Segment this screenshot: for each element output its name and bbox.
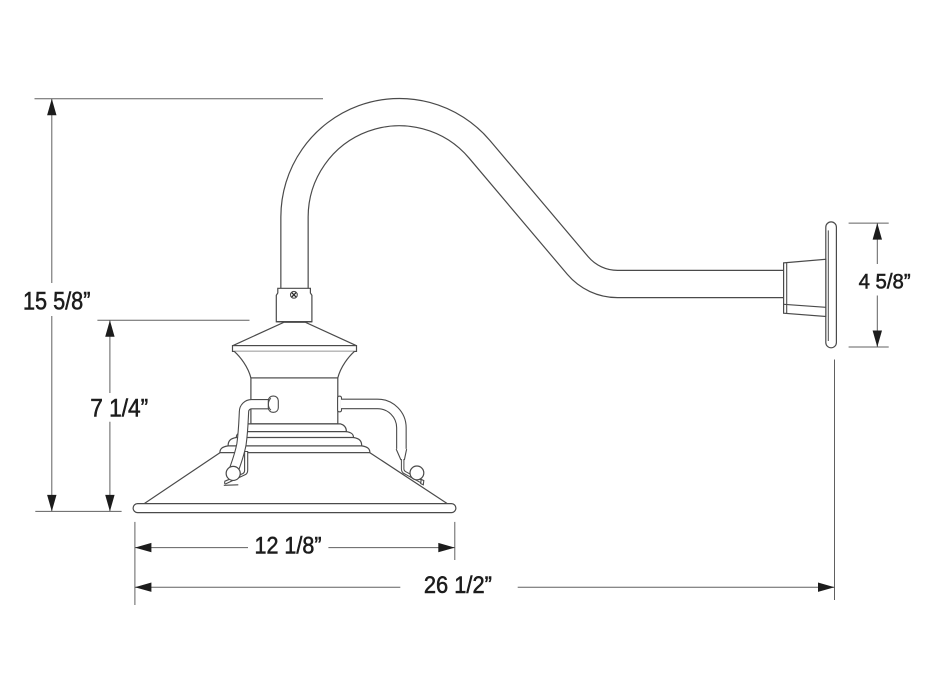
- svg-text:4 5/8”: 4 5/8”: [859, 270, 911, 294]
- svg-text:12 1/8”: 12 1/8”: [255, 533, 322, 560]
- svg-text:7 1/4”: 7 1/4”: [90, 394, 148, 422]
- svg-text:26 1/2”: 26 1/2”: [424, 572, 492, 599]
- svg-text:15 5/8”: 15 5/8”: [23, 288, 91, 316]
